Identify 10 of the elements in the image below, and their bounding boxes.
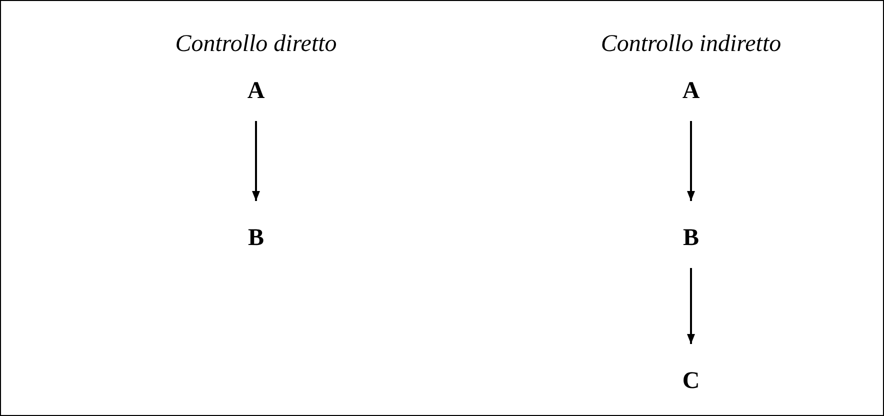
column-heading: Controllo indiretto bbox=[600, 31, 782, 58]
arrow bbox=[687, 268, 695, 344]
arrow bbox=[687, 121, 695, 201]
node-letter: A bbox=[236, 76, 276, 106]
arrow bbox=[252, 121, 260, 201]
node-letter: B bbox=[236, 223, 276, 253]
node-letter: C bbox=[671, 366, 711, 396]
column-heading: Controllo diretto bbox=[175, 31, 337, 58]
node-letter: A bbox=[671, 76, 711, 106]
node-letter: B bbox=[671, 223, 711, 253]
